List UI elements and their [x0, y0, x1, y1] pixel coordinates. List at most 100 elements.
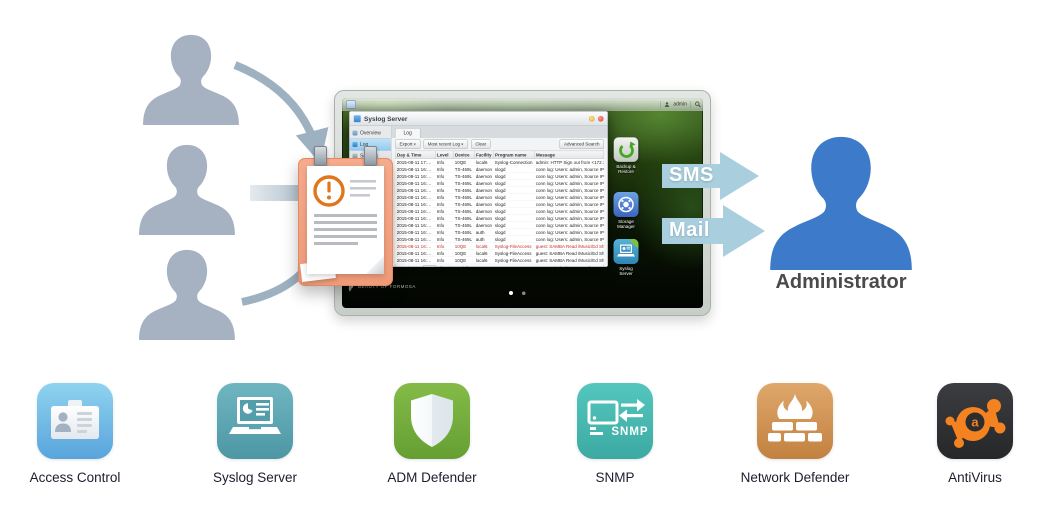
clipboard-clip [314, 146, 327, 166]
log-cell: slogd [493, 207, 535, 215]
sidebar-item-overview[interactable]: Overview [350, 128, 392, 139]
log-column-header[interactable]: Program name [493, 150, 535, 159]
log-cell: daemon [474, 193, 494, 201]
app-label-antivirus: AntiVirus [948, 470, 1002, 485]
log-cell: 2015-08-11 16:… [395, 179, 436, 187]
avast-logo-icon: a [945, 399, 1006, 448]
taskbar-divider [659, 100, 661, 108]
gear-icon [352, 153, 358, 159]
log-cell: 2015-08-11 16:… [395, 228, 436, 236]
log-column-header[interactable]: Facility [474, 150, 494, 159]
next-page-button[interactable]: ▶ [452, 266, 455, 267]
taskbar-username[interactable]: admin [673, 101, 687, 108]
taskbar-divider [690, 100, 691, 108]
mail-label: Mail [669, 219, 710, 241]
page-dot-inactive[interactable] [522, 291, 526, 295]
log-cell: 2015-08-11 16:… [395, 214, 436, 222]
log-cell: daemon [474, 207, 494, 215]
log-cell: Info [435, 158, 454, 166]
desktop-icon-syslog-server[interactable]: Syslog Server [612, 239, 640, 276]
log-cell: local6 [474, 256, 494, 264]
firewall-flame-icon [768, 394, 822, 442]
log-cell: Syslog-FileAccess [493, 249, 535, 257]
window-titlebar: Syslog Server [349, 111, 608, 126]
log-cell: daemon [474, 179, 494, 187]
last-page-button[interactable]: ⏭ [457, 266, 461, 267]
taskbar-user-icon[interactable] [664, 101, 670, 107]
log-cell: TS-469L [453, 186, 475, 194]
log-cell: auth [474, 228, 494, 236]
log-cell: Syslog-FileAccess [493, 242, 535, 250]
log-cell: TS-469L [453, 200, 475, 208]
desktop-icon-backup-restore[interactable]: Backup & Restore [612, 137, 640, 174]
app-tile-adm-defender [394, 383, 470, 459]
log-cell: 2015-08-11 16:… [395, 242, 436, 250]
log-cell: Info [435, 165, 454, 173]
minimize-button[interactable] [589, 115, 595, 122]
desktop-page-dots[interactable] [509, 291, 526, 295]
log-cell: slogd [493, 200, 535, 208]
log-filter-dropdown[interactable]: Most recent Log ▾ [423, 139, 468, 149]
tab-log[interactable]: Log [395, 128, 421, 138]
syslog-app-icon [353, 114, 361, 123]
log-cell: slogd [493, 221, 535, 229]
clear-button[interactable]: Clear [470, 139, 491, 149]
log-cell: TS-469L [453, 193, 475, 201]
taskbar-search-icon[interactable] [695, 101, 702, 108]
app-label-network-defender: Network Defender [740, 470, 850, 485]
log-cell: 2015-08-11 16:… [395, 256, 436, 264]
desktop-icon-storage-manager[interactable]: Storage Manager [612, 192, 640, 229]
export-dropdown[interactable]: Export ▾ [395, 139, 421, 149]
log-cell: 10QE [453, 249, 475, 257]
log-cell: conn log: Users: admin, Source IP: 1… [534, 228, 604, 236]
prev-page-button[interactable]: ◀ [404, 266, 407, 267]
refresh-icon[interactable]: ⟳ [465, 265, 469, 266]
advanced-search-button[interactable]: Advanced Search [559, 139, 604, 149]
close-button[interactable] [598, 115, 604, 122]
log-column-header[interactable]: Level [435, 150, 454, 159]
access-control-icon [51, 400, 99, 439]
chevron-down-icon: ▾ [461, 141, 464, 147]
log-cell: slogd [493, 228, 535, 236]
log-cell: Info [435, 242, 454, 250]
log-cell: 2015-08-11 16:… [395, 207, 436, 215]
page-dot-active[interactable] [509, 291, 513, 295]
app-label-syslog-server: Syslog Server [212, 470, 298, 485]
arrow-user1-to-log [233, 61, 329, 164]
log-cell: TS-469L [453, 228, 475, 236]
log-cell: TS-469L [453, 207, 475, 215]
log-cell: conn log: Users: admin, Source IP: 1… [534, 235, 604, 243]
syslog-server-desktop-icon [617, 239, 639, 257]
sms-label: SMS [669, 164, 714, 186]
app-label-snmp: SNMP [595, 470, 635, 485]
log-cell: 2015-08-11 16:… [395, 165, 436, 173]
first-page-button[interactable]: ⏮ [398, 266, 402, 267]
log-cell: conn log: Users: admin, Source IP: 1… [534, 165, 604, 173]
log-cell: TS-469L [453, 172, 475, 180]
log-column-header[interactable]: Message [534, 150, 604, 159]
log-column-header[interactable]: Day & Time [395, 150, 436, 159]
taskbar-window-icon[interactable] [346, 100, 356, 109]
log-column-header[interactable]: Device [453, 150, 475, 159]
page-number-input[interactable] [423, 264, 436, 267]
log-cell: 2015-08-11 16:… [395, 249, 436, 257]
log-cell: conn log: Users: admin, Source IP: 1… [534, 214, 604, 222]
log-cell: 10QE [453, 256, 475, 264]
